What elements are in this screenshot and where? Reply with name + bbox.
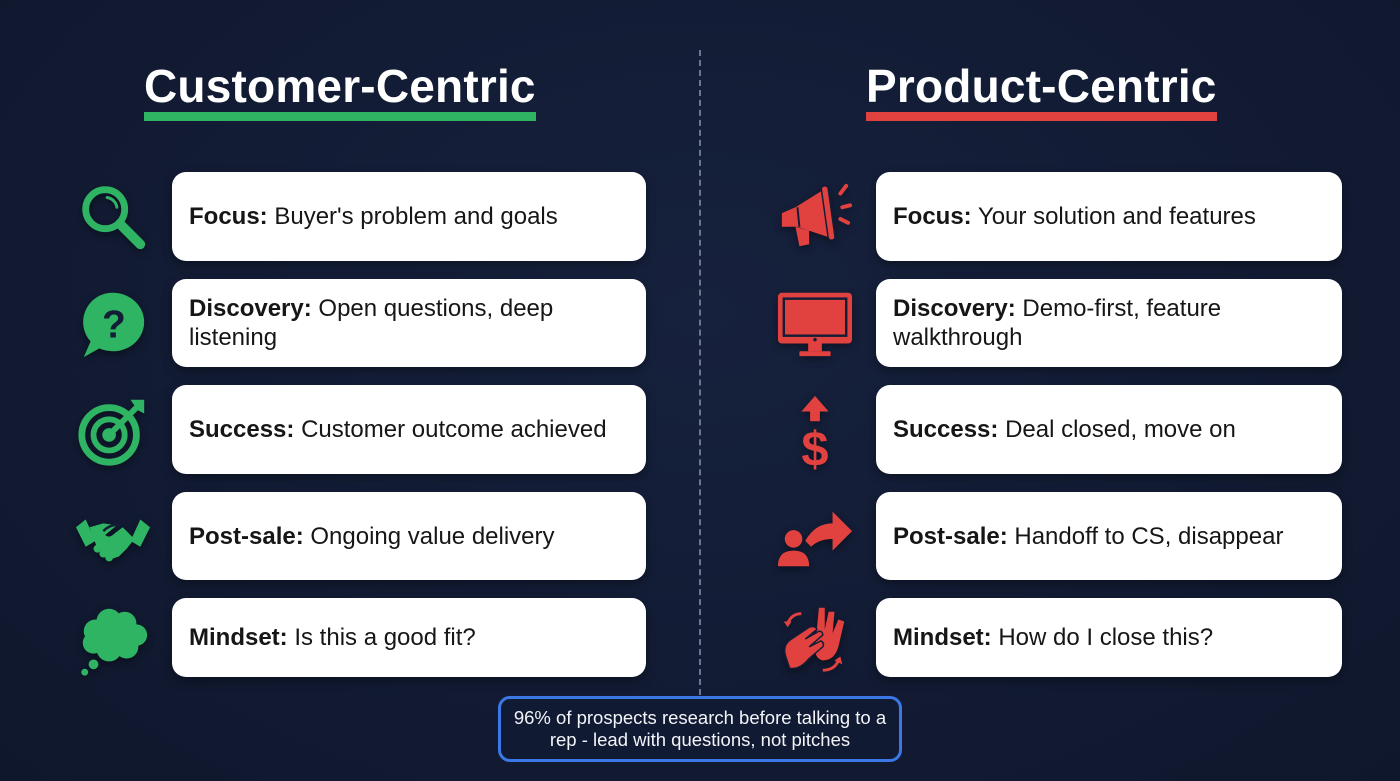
customer-success-card: Success: Customer outcome achieved [172,385,646,474]
center-dashed-divider [699,50,701,695]
card-label: Focus: [893,203,972,230]
magnifying-glass-icon [70,174,156,260]
card-text: Demo-first, feature walkthrough [893,295,1222,351]
customer-success-text: Success: Customer outcome achieved [189,415,607,444]
customer-centric-heading: Customer-Centric [144,58,536,121]
customer-focus-card: Focus: Buyer's problem and goals [172,172,646,261]
customer-postsale-card: Post-sale: Ongoing value delivery [172,492,646,580]
customer-discovery-card: Discovery: Open questions, deep listenin… [172,279,646,367]
product-centric-underline [866,112,1217,121]
card-label: Post-sale: [189,522,304,550]
card-text: Open questions, deep listening [189,295,554,351]
customer-centric-underline [144,112,536,121]
monitor-icon [772,281,858,367]
card-label: Post-sale: [893,522,1008,550]
card-text: Handoff to CS, disappear [1007,522,1284,550]
card-text: Ongoing value delivery [303,522,555,550]
card-text: Buyer's problem and goals [267,203,558,230]
card-text: How do I close this? [991,624,1214,651]
card-text: Your solution and features [971,203,1256,230]
product-focus-card: Focus: Your solution and features [876,172,1342,261]
customer-mindset-card: Mindset: Is this a good fit? [172,598,646,677]
megaphone-icon [772,174,858,260]
product-postsale-text: Post-sale: Handoff to CS, disappear [893,522,1283,551]
card-label: Success: [893,416,999,443]
card-label: Discovery: [893,295,1016,322]
product-mindset-card: Mindset: How do I close this? [876,598,1342,677]
product-centric-heading: Product-Centric [866,58,1217,121]
statistic-callout: 96% of prospects research before talking… [498,696,902,762]
customer-focus-text: Focus: Buyer's problem and goals [189,202,558,231]
product-discovery-card: Discovery: Demo-first, feature walkthrou… [876,279,1342,367]
customer-mindset-text: Mindset: Is this a good fit? [189,623,476,652]
customer-postsale-text: Post-sale: Ongoing value delivery [189,522,555,551]
product-discovery-text: Discovery: Demo-first, feature walkthrou… [893,294,1324,352]
product-centric-title: Product-Centric [866,60,1217,112]
card-text: Deal closed, move on [998,416,1236,443]
product-postsale-card: Post-sale: Handoff to CS, disappear [876,492,1342,580]
customer-discovery-text: Discovery: Open questions, deep listenin… [189,294,628,352]
dollar-up-arrow-icon: $ [772,388,858,474]
svg-text:?: ? [102,304,126,347]
card-text: Is this a good fit? [287,624,476,651]
card-label: Mindset: [189,624,288,651]
card-text: Customer outcome achieved [294,416,607,443]
target-arrow-icon [70,388,156,474]
product-focus-text: Focus: Your solution and features [893,202,1256,231]
product-success-card: Success: Deal closed, move on [876,385,1342,474]
customer-centric-title: Customer-Centric [144,60,536,112]
question-speech-bubble-icon: ? [70,281,156,367]
rubbing-hands-icon [772,596,858,682]
handshake-icon [70,494,156,580]
person-handoff-arrow-icon [772,494,858,580]
product-mindset-text: Mindset: How do I close this? [893,623,1213,652]
card-label: Mindset: [893,624,992,651]
callout-text: 96% of prospects research before talking… [513,707,887,750]
card-label: Discovery: [189,295,312,322]
product-success-text: Success: Deal closed, move on [893,415,1236,444]
card-label: Success: [189,416,295,443]
svg-text:$: $ [801,423,828,470]
card-label: Focus: [189,203,268,230]
thought-cloud-icon [70,596,156,682]
